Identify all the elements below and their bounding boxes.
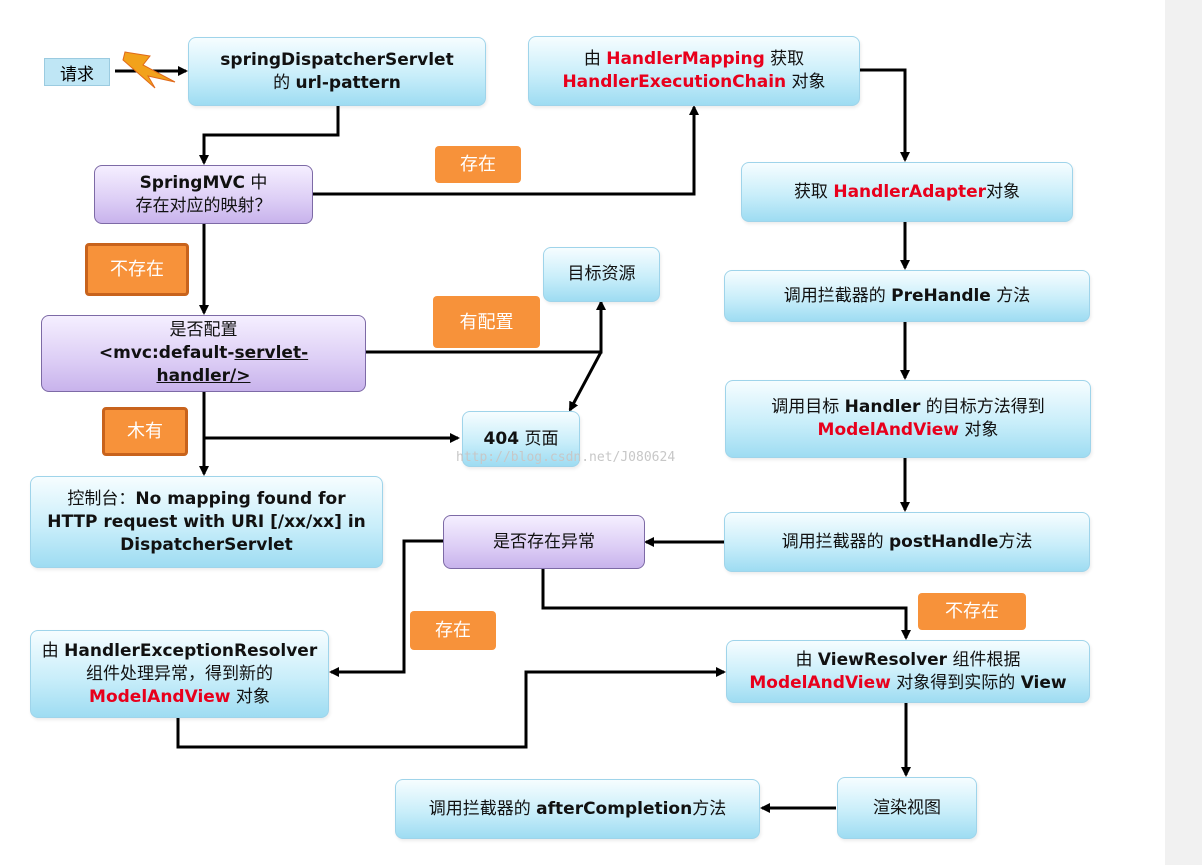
- arrow-exception-check-to-resolver: [329, 539, 443, 677]
- label-configured-text: 有配置: [459, 311, 514, 333]
- request-node: 请求: [44, 58, 110, 86]
- label-exists-top-text: 存在: [460, 154, 496, 175]
- default-servlet-line1: 是否配置: [169, 320, 238, 340]
- arrow-check-to-handlermapping: [313, 105, 699, 196]
- ac-c: 方法: [692, 798, 727, 819]
- console-line3: DispatcherServlet: [120, 534, 293, 555]
- arrow-resolver-to-viewresolver: [176, 667, 726, 749]
- ih-l2-b: 对象: [959, 420, 999, 440]
- ha-a: 获取: [793, 181, 834, 202]
- console-line1: No mapping found for: [135, 488, 346, 509]
- ih-keyword: Handler: [844, 397, 921, 417]
- exception-resolver-node: 由 HandlerExceptionResolver 组件处理异常，得到新的 M…: [30, 630, 329, 718]
- hm-keyword: HandlerMapping: [606, 49, 765, 69]
- default-servlet-line2-b: servlet-: [234, 343, 309, 363]
- handler-adapter-node: 获取 HandlerAdapter对象: [741, 162, 1073, 222]
- dispatcher-line2-prefix: 的: [273, 72, 296, 93]
- ih-l1-c: 的目标方法得到: [920, 397, 1045, 417]
- post-c: 方法: [998, 531, 1033, 552]
- label-exception-exists: 存在: [410, 611, 496, 650]
- connector-lines: [115, 51, 911, 813]
- vr-l1-a: 由: [795, 649, 818, 670]
- watermark: http://blog.csdn.net/J080624: [456, 450, 676, 465]
- springmvc-mapping-check-node: SpringMVC 中 存在对应的映射？: [94, 165, 313, 224]
- default-servlet-check-node: 是否配置 <mvc:default-servlet- handler/>: [41, 315, 366, 392]
- hm-chain-keyword: HandlerExecutionChain: [562, 72, 787, 92]
- arrow-handlermapping-to-adapter: [860, 68, 910, 162]
- label-exception-exists-text: 存在: [435, 620, 471, 641]
- label-not-exists-text: 不存在: [110, 259, 164, 280]
- exception-check-node: 是否存在异常: [443, 515, 645, 569]
- vr-l2-b: 对象得到实际的: [890, 672, 1021, 693]
- default-servlet-line2-a: <mvc:default-: [98, 343, 235, 363]
- ac-keyword: afterCompletion: [536, 798, 693, 819]
- page-404-text: 页面: [519, 428, 559, 449]
- arrow-exception-check-to-viewresolver: [541, 569, 911, 640]
- default-servlet-line3: handler/>: [156, 366, 251, 386]
- page-404-number: 404: [483, 428, 520, 449]
- target-resource-node: 目标资源: [543, 247, 660, 302]
- handler-mapping-node: 由 HandlerMapping 获取 HandlerExecutionChai…: [528, 36, 860, 106]
- exception-check-label: 是否存在异常: [493, 531, 595, 552]
- vr-mav-keyword: ModelAndView: [749, 672, 891, 693]
- ih-l1-a: 调用目标: [771, 397, 845, 417]
- er-l2: 组件处理异常，得到新的: [85, 663, 273, 684]
- vr-l1-c: 组件根据: [947, 649, 1021, 670]
- vr-view-keyword: View: [1020, 672, 1067, 693]
- view-resolver-node: 由 ViewResolver 组件根据 ModelAndView 对象得到实际的…: [726, 640, 1090, 703]
- prehandle-node: 调用拦截器的 PreHandle 方法: [724, 270, 1090, 322]
- target-resource-label: 目标资源: [567, 264, 636, 284]
- label-not-exists: 不存在: [85, 243, 189, 296]
- er-mav-keyword: ModelAndView: [89, 686, 231, 707]
- right-margin: [1165, 0, 1202, 865]
- post-a: 调用拦截器的: [781, 531, 889, 552]
- label-none: 木有: [102, 407, 188, 456]
- label-none-text: 木有: [127, 421, 163, 442]
- label-exception-not-exists: 不存在: [918, 593, 1026, 630]
- dispatcher-line1: springDispatcherServlet: [220, 49, 454, 70]
- vr-keyword: ViewResolver: [817, 649, 948, 670]
- page-404-node: 404 页面: [462, 411, 580, 467]
- arrow-target-to-404: [568, 351, 603, 412]
- label-exception-not-exists-text: 不存在: [945, 601, 999, 622]
- diagram-canvas: 请求 springDispatcherServlet 的 url-pattern…: [0, 0, 1165, 865]
- dispatcher-servlet-node: springDispatcherServlet 的 url-pattern: [188, 37, 486, 106]
- label-configured: 有配置: [433, 296, 540, 348]
- hm-l1-c: 获取: [764, 49, 805, 69]
- render-view-node: 渲染视图: [837, 777, 977, 839]
- posthandle-node: 调用拦截器的 postHandle方法: [724, 512, 1090, 572]
- lightning-icon: [122, 51, 176, 89]
- hm-l2-b: 对象: [786, 72, 826, 92]
- console-line2: HTTP request with URI [/xx/xx] in: [47, 511, 366, 532]
- hm-l1-a: 由: [583, 49, 607, 69]
- pre-keyword: PreHandle: [891, 285, 991, 306]
- after-completion-node: 调用拦截器的 afterCompletion方法: [395, 779, 760, 839]
- er-keyword: HandlerExceptionResolver: [64, 640, 318, 661]
- ha-keyword: HandlerAdapter: [833, 181, 987, 202]
- ac-a: 调用拦截器的: [428, 798, 537, 819]
- render-view-label: 渲染视图: [873, 797, 941, 818]
- post-keyword: postHandle: [888, 531, 999, 552]
- springmvc-keyword: SpringMVC: [139, 172, 246, 193]
- pre-c: 方法: [990, 285, 1031, 306]
- console-prefix: 控制台：: [67, 488, 136, 509]
- er-l3-b: 对象: [230, 686, 270, 707]
- er-l1-a: 由: [41, 640, 65, 661]
- arrow-dispatcher-to-check: [199, 106, 340, 165]
- springmvc-line1-suffix: 中: [245, 172, 268, 193]
- invoke-handler-node: 调用目标 Handler 的目标方法得到 ModelAndView 对象: [725, 380, 1091, 458]
- pre-a: 调用拦截器的: [783, 285, 892, 306]
- label-exists-top: 存在: [435, 146, 521, 183]
- request-label: 请求: [60, 64, 94, 85]
- ih-mav-keyword: ModelAndView: [817, 420, 960, 440]
- springmvc-line2: 存在对应的映射？: [135, 195, 272, 216]
- console-message-node: 控制台：No mapping found for HTTP request wi…: [30, 476, 383, 568]
- ha-c: 对象: [986, 181, 1021, 202]
- dispatcher-line2-keyword: url-pattern: [295, 72, 401, 93]
